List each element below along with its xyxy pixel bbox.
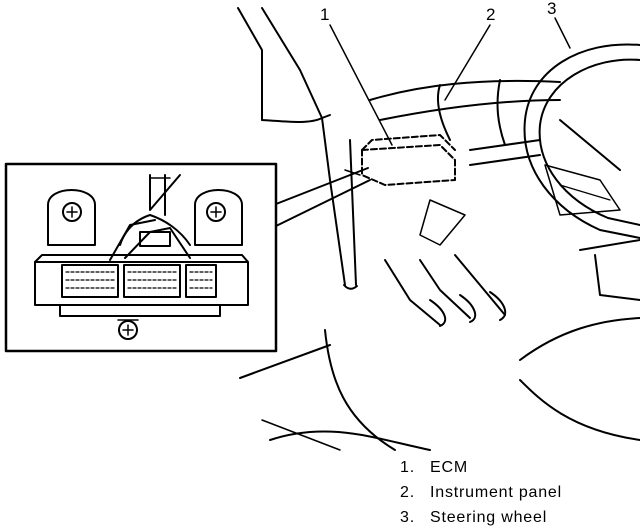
legend-item: 1. ECM	[400, 455, 562, 480]
ecm-inset-drawing	[34, 174, 249, 340]
legend-number: 2.	[400, 484, 415, 501]
parts-legend: 1. ECM 2. Instrument panel 3. Steering whee…	[400, 455, 562, 530]
legend-label: ECM	[430, 459, 468, 476]
ecm-detail-inset	[4, 162, 278, 353]
callout-number-3: 3	[547, 0, 556, 18]
instrument-panel	[369, 79, 640, 441]
inset-leader-lines	[275, 167, 371, 227]
dashboard-structure	[237, 7, 431, 451]
legend-number: 3.	[400, 509, 415, 526]
ecm-unit	[344, 134, 456, 186]
callout-number-2: 2	[486, 5, 495, 24]
callout-leaders	[329, 17, 571, 146]
callout-number-1: 1	[320, 5, 329, 24]
legend-item: 3. Steering wheel	[400, 505, 562, 530]
legend-item: 2. Instrument panel	[400, 480, 562, 505]
steering-wheel	[469, 43, 640, 239]
legend-number: 1.	[400, 459, 415, 476]
legend-label: Instrument panel	[430, 484, 562, 501]
legend-label: Steering wheel	[430, 509, 548, 526]
